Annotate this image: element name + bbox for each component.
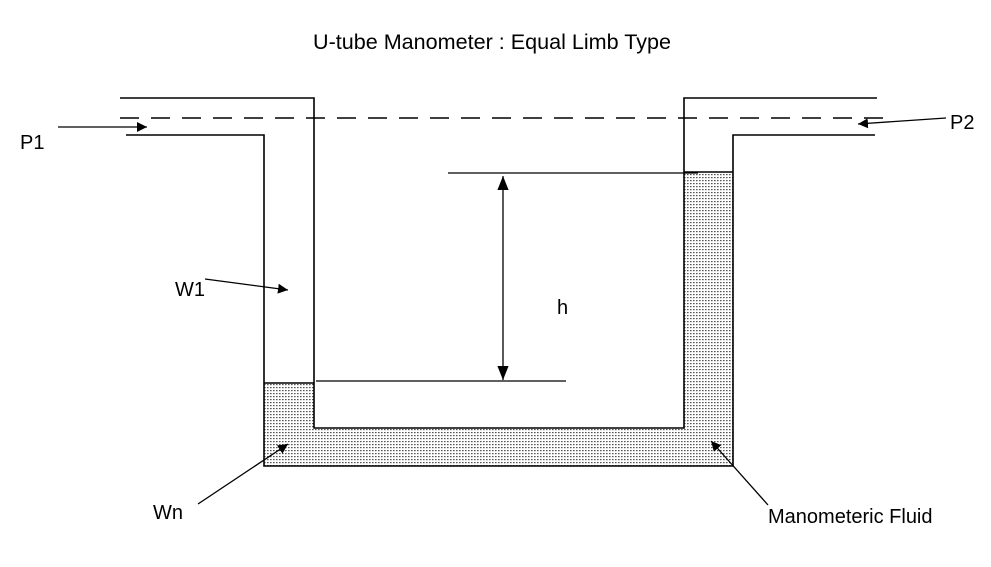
- fluid-left-limb: [264, 383, 314, 428]
- wn-arrow: [197, 443, 289, 505]
- p2-label: P2: [950, 112, 974, 134]
- h-label: h: [557, 297, 568, 319]
- manometric-fluid-arrow: [710, 440, 769, 506]
- diagram-title: U-tube Manometer : Equal Limb Type: [313, 31, 671, 54]
- fluid-bottom: [264, 428, 733, 466]
- right-limb-outer-wall: [313, 97, 877, 429]
- p1-label: P1: [20, 132, 44, 154]
- p2-arrow: [857, 117, 947, 129]
- left-limb-inner-wall: [126, 134, 875, 467]
- fluid-right-limb: [684, 172, 733, 428]
- manometric-fluid: [264, 172, 733, 466]
- left-limb-outer-wall: [120, 97, 315, 383]
- manometric-fluid-label: Manometeric Fluid: [768, 506, 933, 528]
- u-tube: [120, 97, 877, 467]
- wn-label: Wn: [153, 502, 183, 524]
- w1-label: W1: [175, 279, 205, 301]
- w1-arrow: [204, 278, 289, 294]
